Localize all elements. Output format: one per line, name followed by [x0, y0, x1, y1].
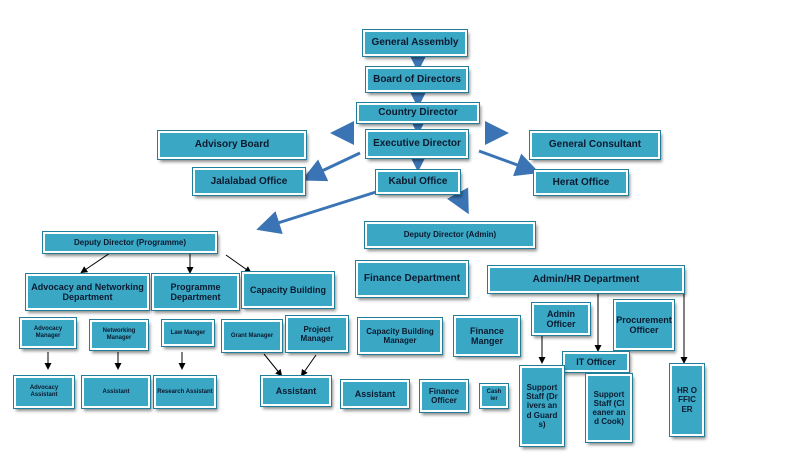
programme-department-box[interactable]: Programme Department — [151, 273, 240, 311]
law-manager-box[interactable]: Law Manger — [161, 319, 215, 347]
arrow-grant-manager-assistant — [263, 353, 283, 377]
advocacy-assistant-box[interactable]: Advocacy Assistant — [13, 375, 75, 409]
networking-manager-label: Networking Manager — [102, 328, 136, 341]
board-of-directors-label: Board of Directors — [373, 73, 461, 85]
capacity-building-box[interactable]: Capacity Building — [241, 271, 335, 309]
arrow-project-manager-assistant — [300, 354, 317, 377]
support-staff-drivers-label: Support Staff (Drivers and Guards) — [526, 383, 558, 429]
research-assistant-label: Research Assistant — [157, 388, 213, 395]
board-of-directors-box[interactable]: Board of Directors — [365, 66, 469, 93]
advocacy-networking-dept-box[interactable]: Advocacy and Networking Department — [25, 273, 150, 311]
arrow-kabul-deputy-admin — [446, 187, 469, 215]
general-assembly-box[interactable]: General Assembly — [362, 29, 468, 57]
project-manager-box[interactable]: Project Manager — [285, 315, 349, 353]
country-director-label: Country Director — [378, 107, 458, 119]
capacity-building-manager-label: Capacity Building Manager — [366, 326, 434, 345]
deputy-director-programme-box[interactable]: Deputy Director (Programme) — [42, 231, 218, 254]
finance-manager-label: Finance Manger — [469, 325, 504, 346]
it-officer-label: IT Officer — [576, 356, 616, 367]
advocacy-manager-box[interactable]: Advocacy Manager — [19, 317, 77, 349]
advisory-board-label: Advisory Board — [194, 139, 270, 151]
assistant-networking-label: Assistant — [102, 388, 130, 395]
deputy-director-admin-label: Deputy Director (Admin) — [403, 230, 497, 240]
arrow-deputy-capacity — [225, 254, 252, 274]
finance-officer-box[interactable]: Finance Officer — [419, 379, 469, 413]
arrow-kabul-deputy-programme — [256, 190, 377, 235]
finance-department-box[interactable]: Finance Department — [355, 260, 469, 298]
cashier-label: Cashier — [486, 389, 502, 402]
assistant-programme-box[interactable]: Assistant — [260, 375, 332, 407]
support-staff-cleaner-label: Support Staff (Cleaner and Cook) — [592, 389, 626, 427]
cashier-box[interactable]: Cashier — [479, 383, 509, 409]
country-director-box[interactable]: Country Director — [356, 102, 480, 124]
assistant-capacity-label: Assistant — [354, 388, 396, 399]
arrow-executive-jalalabad — [301, 151, 361, 182]
advocacy-assistant-label: Advocacy Assistant — [29, 385, 59, 398]
arrow-executive-herat — [478, 149, 540, 177]
capacity-building-label: Capacity Building — [249, 284, 326, 295]
executive-director-label: Executive Director — [373, 138, 461, 150]
procurement-officer-label: Procurement Officer — [616, 314, 672, 335]
general-assembly-label: General Assembly — [371, 37, 459, 49]
kabul-office-box[interactable]: Kabul Office — [375, 169, 461, 195]
assistant-capacity-box[interactable]: Assistant — [340, 379, 410, 409]
kabul-office-label: Kabul Office — [388, 176, 448, 188]
general-consultant-label: General Consultant — [548, 139, 642, 151]
advisory-board-box[interactable]: Advisory Board — [157, 130, 307, 160]
herat-office-label: Herat Office — [552, 176, 610, 188]
it-officer-box[interactable]: IT Officer — [562, 351, 630, 373]
programme-department-label: Programme Department — [170, 281, 221, 302]
admin-hr-department-label: Admin/HR Department — [532, 273, 640, 285]
hr-officer-box[interactable]: HR OFFICER — [669, 363, 705, 437]
hr-officer-label: HR OFFICER — [677, 386, 697, 414]
finance-department-label: Finance Department — [363, 273, 461, 285]
arrow-deputy-advocacy — [80, 252, 111, 274]
deputy-director-admin-box[interactable]: Deputy Director (Admin) — [364, 221, 536, 249]
advocacy-manager-label: Advocacy Manager — [33, 326, 63, 339]
procurement-officer-box[interactable]: Procurement Officer — [613, 299, 675, 351]
project-manager-label: Project Manager — [300, 324, 334, 343]
admin-officer-label: Admin Officer — [546, 308, 576, 329]
executive-director-box[interactable]: Executive Director — [365, 129, 469, 159]
deputy-director-programme-label: Deputy Director (Programme) — [73, 237, 187, 247]
finance-manager-box[interactable]: Finance Manger — [453, 315, 521, 357]
admin-hr-department-box[interactable]: Admin/HR Department — [487, 265, 685, 294]
support-staff-drivers-box[interactable]: Support Staff (Drivers and Guards) — [519, 365, 565, 447]
support-staff-cleaner-box[interactable]: Support Staff (Cleaner and Cook) — [585, 373, 633, 443]
finance-officer-label: Finance Officer — [428, 386, 460, 405]
assistant-networking-box[interactable]: Assistant — [81, 375, 151, 409]
networking-manager-box[interactable]: Networking Manager — [89, 319, 149, 351]
law-manager-label: Law Manger — [170, 329, 206, 336]
assistant-programme-label: Assistant — [275, 385, 317, 396]
grant-manager-box[interactable]: Grant Manager — [221, 319, 283, 353]
jalalabad-office-box[interactable]: Jalalabad Office — [192, 167, 306, 196]
research-assistant-box[interactable]: Research Assistant — [153, 375, 217, 409]
herat-office-box[interactable]: Herat Office — [533, 169, 629, 196]
general-consultant-box[interactable]: General Consultant — [529, 130, 661, 160]
advocacy-networking-dept-label: Advocacy and Networking Department — [31, 281, 144, 302]
admin-officer-box[interactable]: Admin Officer — [531, 302, 591, 336]
grant-manager-label: Grant Manager — [230, 332, 274, 339]
jalalabad-office-label: Jalalabad Office — [210, 175, 288, 187]
capacity-building-manager-box[interactable]: Capacity Building Manager — [357, 317, 443, 355]
